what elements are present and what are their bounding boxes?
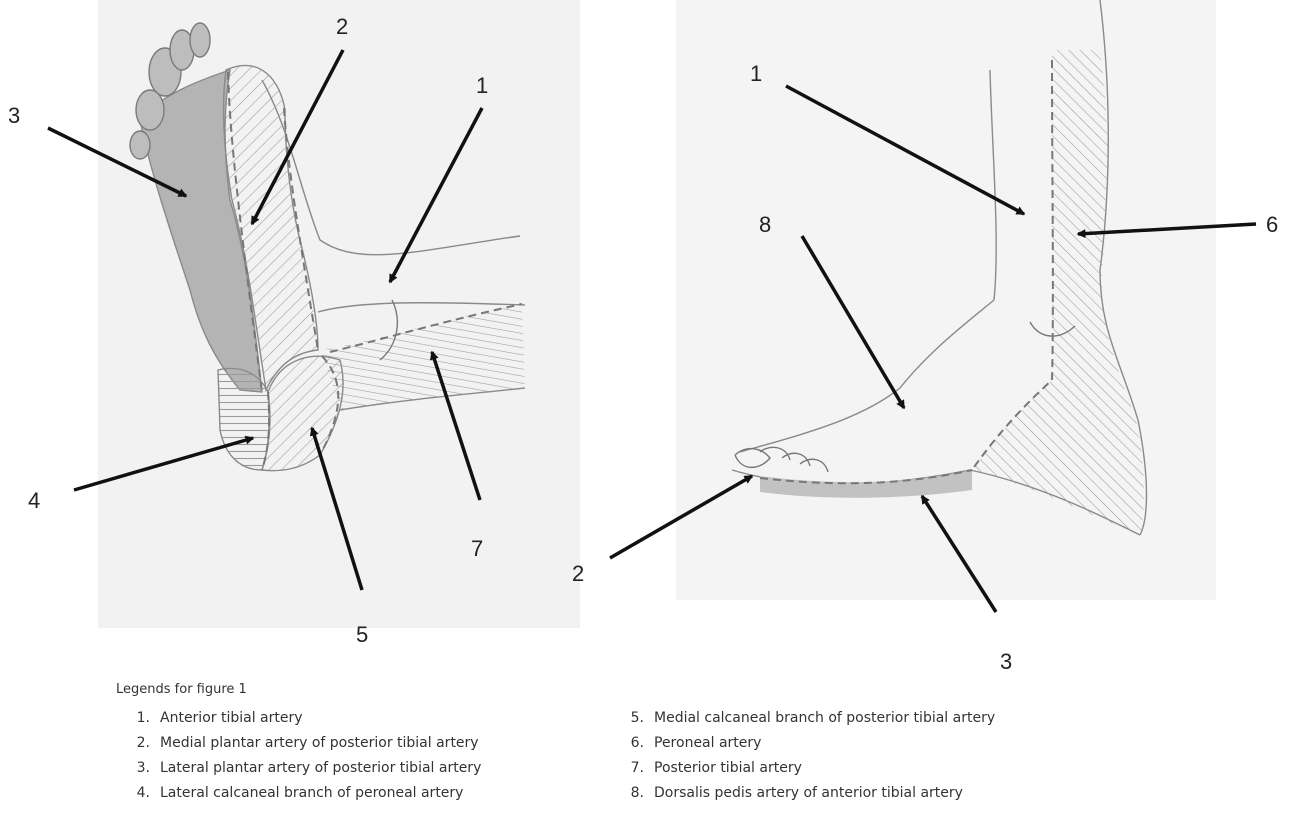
right-label-1: 1 <box>750 61 762 86</box>
left-label-2: 2 <box>336 14 348 39</box>
left-label-1: 1 <box>476 73 488 98</box>
right-label-3: 3 <box>1000 649 1012 674</box>
right-label-6: 6 <box>1266 212 1278 237</box>
legend-title: Legends for figure 1 <box>116 682 247 697</box>
legend-item: 5.Medial calcaneal branch of posterior t… <box>622 708 995 733</box>
legend-item: 4.Lateral calcaneal branch of peroneal a… <box>128 783 481 808</box>
left-label-5: 5 <box>356 622 368 647</box>
legend-column-left: 1.Anterior tibial artery 2.Medial planta… <box>128 708 481 808</box>
legend-item: 2.Medial plantar artery of posterior tib… <box>128 733 481 758</box>
right-label-2: 2 <box>572 561 584 586</box>
legend-item: 7.Posterior tibial artery <box>622 758 995 783</box>
legend-item: 1.Anterior tibial artery <box>128 708 481 733</box>
legend-column-right: 5.Medial calcaneal branch of posterior t… <box>622 708 995 808</box>
legend-item: 3.Lateral plantar artery of posterior ti… <box>128 758 481 783</box>
right-label-8: 8 <box>759 212 771 237</box>
left-label-7: 7 <box>471 536 483 561</box>
left-label-4: 4 <box>28 488 40 513</box>
left-label-3: 3 <box>8 103 20 128</box>
legend-item: 6.Peroneal artery <box>622 733 995 758</box>
legend-item: 8.Dorsalis pedis artery of anterior tibi… <box>622 783 995 808</box>
